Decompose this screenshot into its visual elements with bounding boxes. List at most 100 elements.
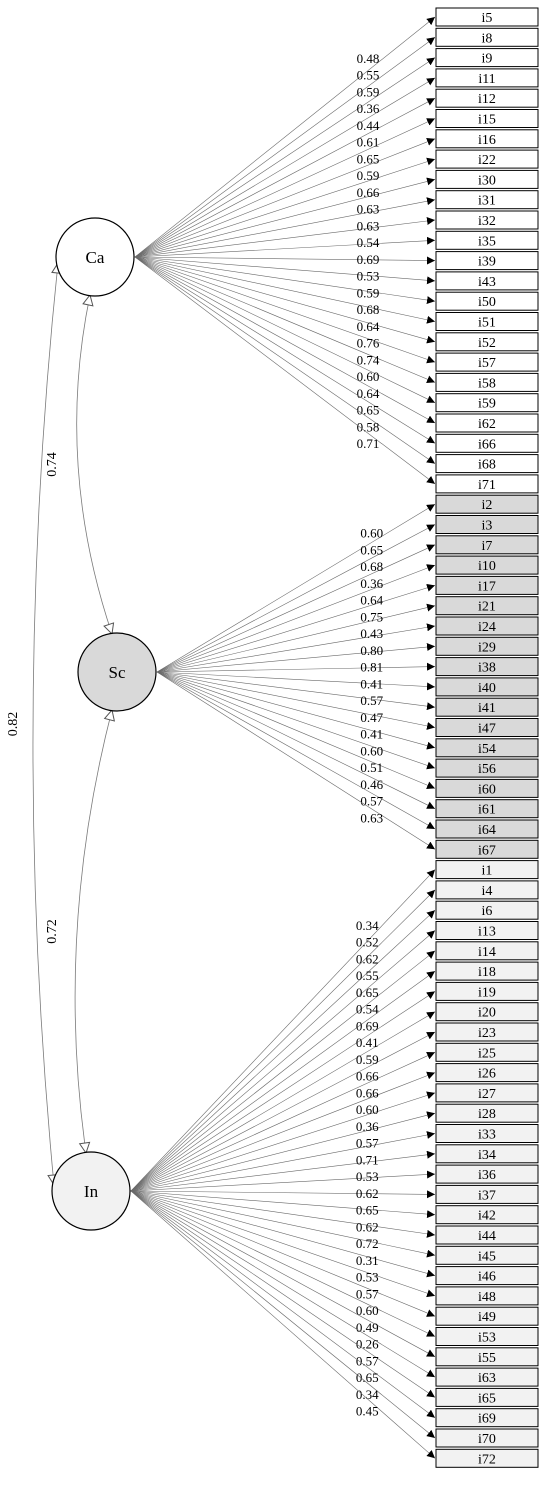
indicator-label: i23 <box>478 1026 496 1041</box>
factor-label: Ca <box>86 248 105 267</box>
indicator-box <box>435 109 539 128</box>
loading-path <box>156 643 436 673</box>
indicator-box <box>435 1286 539 1306</box>
loading-value: 0.53 <box>357 269 380 284</box>
loading-value: 0.43 <box>360 626 383 641</box>
indicator-label: i37 <box>478 1188 496 1203</box>
loading-value: 0.46 <box>360 777 383 792</box>
loading-path <box>130 1190 436 1358</box>
loading-value: 0.60 <box>360 743 383 758</box>
loading-path <box>156 671 436 730</box>
loading-value: 0.26 <box>356 1337 379 1352</box>
indicator-box <box>435 718 539 737</box>
loading-value: 0.54 <box>357 235 380 250</box>
loading-value: 0.59 <box>356 1052 379 1067</box>
loading-path <box>156 671 436 770</box>
loading-path <box>134 256 436 364</box>
indicator-label: i66 <box>478 437 496 452</box>
indicator-label: i33 <box>478 1128 496 1143</box>
loading-value: 0.64 <box>360 593 383 608</box>
loading-value: 0.36 <box>357 101 380 116</box>
loading-path <box>134 256 436 444</box>
loading-path <box>156 671 436 691</box>
loading-path <box>156 603 436 673</box>
indicator-box <box>435 535 539 555</box>
loading-path <box>130 889 436 1192</box>
loading-path <box>130 1031 436 1192</box>
loading-path <box>130 1190 436 1378</box>
indicator-label: i13 <box>478 925 496 940</box>
indicator-label: i35 <box>478 234 496 249</box>
indicator-label: i1 <box>482 864 493 879</box>
indicator-box <box>435 616 539 636</box>
loading-value: 0.61 <box>357 135 380 150</box>
loading-value: 0.53 <box>356 1169 379 1184</box>
indicator-box <box>435 819 539 839</box>
loading-path <box>134 256 436 384</box>
factor-correlations: 0.740.720.82 <box>6 263 112 1185</box>
loading-path <box>134 256 436 403</box>
indicator-box <box>435 1367 539 1387</box>
loading-value: 0.74 <box>357 352 380 367</box>
indicator-label: i30 <box>478 173 496 188</box>
loading-value: 0.59 <box>357 84 380 99</box>
loading-value: 0.71 <box>356 1152 379 1167</box>
loading-path <box>130 991 436 1192</box>
indicator-label: i52 <box>478 336 496 351</box>
loading-path <box>130 1190 436 1459</box>
indicator-box <box>435 474 539 494</box>
loading-path <box>130 1190 436 1219</box>
indicator-box <box>435 1428 539 1448</box>
loading-path <box>134 256 436 344</box>
loading-value: 0.65 <box>356 1370 379 1385</box>
indicator-label: i70 <box>478 1432 496 1447</box>
correlation-path <box>76 295 112 634</box>
loading-path <box>134 57 436 258</box>
indicator-label: i69 <box>478 1412 496 1427</box>
indicator-label: i53 <box>478 1331 496 1346</box>
indicator-label: i48 <box>478 1290 496 1305</box>
loading-value: 0.57 <box>360 794 383 809</box>
loading-value: 0.41 <box>360 727 383 742</box>
indicator-box <box>435 230 539 250</box>
indicator-label: i41 <box>478 701 496 716</box>
indicator-label: i29 <box>478 640 496 655</box>
loading-value: 0.65 <box>357 151 380 166</box>
loading-value: 0.72 <box>356 1236 379 1251</box>
loading-path <box>134 138 436 258</box>
indicator-box <box>435 454 539 474</box>
indicator-box <box>435 575 539 595</box>
indicator-box <box>435 555 539 575</box>
indicator-box <box>435 1063 539 1083</box>
loading-path <box>134 157 436 258</box>
loading-value: 0.68 <box>357 302 380 317</box>
loading-path <box>156 544 436 673</box>
loading-value: 0.60 <box>356 1303 379 1318</box>
loading-value: 0.63 <box>360 810 383 825</box>
indicator-label: i36 <box>478 1168 496 1183</box>
correlation-value: 0.74 <box>45 452 60 477</box>
loading-path <box>134 77 436 258</box>
loading-path <box>130 1170 436 1192</box>
indicator-label: i26 <box>478 1067 496 1082</box>
indicator-label: i46 <box>478 1270 496 1285</box>
indicator-label: i57 <box>478 356 496 371</box>
indicator-label: i47 <box>478 722 496 737</box>
indicator-label: i55 <box>478 1351 496 1366</box>
indicator-label: i6 <box>482 904 493 919</box>
indicator-label: i19 <box>478 985 496 1000</box>
factor-label: In <box>84 1182 99 1201</box>
indicator-box <box>435 1347 539 1367</box>
loading-value: 0.64 <box>357 386 380 401</box>
indicator-box <box>435 372 539 392</box>
loading-path <box>134 197 436 258</box>
indicator-box <box>435 494 539 514</box>
indicator-box <box>435 778 539 798</box>
loading-path <box>130 1111 436 1192</box>
loading-path <box>134 256 436 424</box>
indicator-box <box>435 291 539 311</box>
loading-value: 0.60 <box>356 1102 379 1117</box>
loading-path <box>156 671 436 789</box>
indicator-box <box>435 1144 539 1164</box>
